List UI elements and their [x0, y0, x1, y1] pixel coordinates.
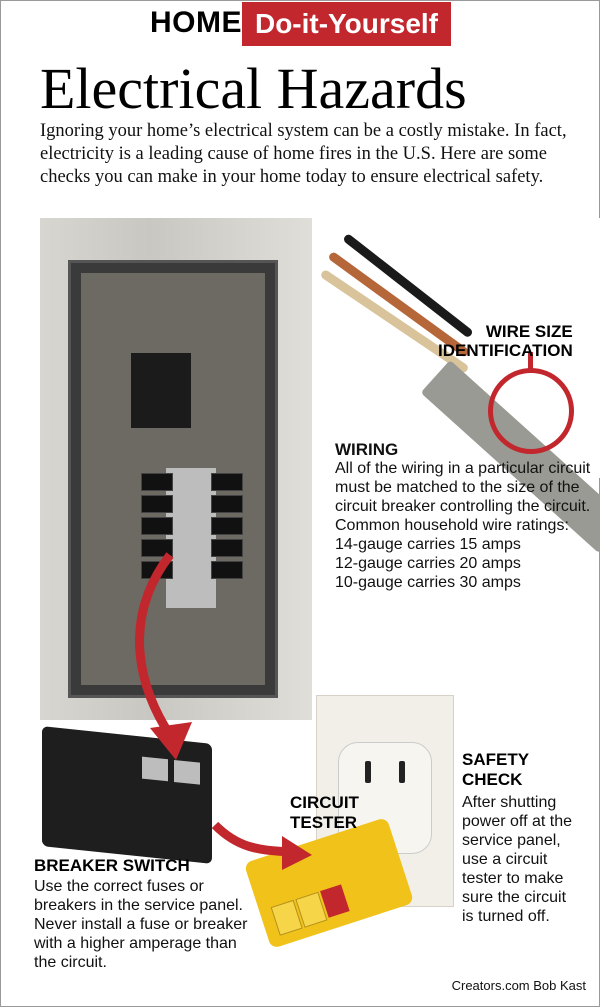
header: HOME Do-it-Yourself: [0, 2, 600, 46]
breaker-slot: [211, 539, 243, 557]
intro-paragraph: Ignoring your home’s electrical system c…: [40, 121, 567, 187]
breaker-slot: [211, 561, 243, 579]
wiring-body: All of the wiring in a particular circui…: [335, 460, 591, 534]
callout-stem: [528, 352, 533, 372]
page-title: Electrical Hazards: [40, 56, 467, 121]
breaker-terminal: [142, 756, 168, 782]
circuit-tester-label: CIRCUIT TESTER: [290, 793, 359, 833]
breaker-slot: [141, 517, 173, 535]
breaker-switch-photo: [42, 726, 212, 864]
outlet-slot: [365, 761, 371, 783]
wiring-section: WIRING All of the wiring in a particular…: [335, 440, 595, 592]
wiring-rating: 10-gauge carries 30 amps: [335, 574, 521, 591]
breaker-slot: [211, 473, 243, 491]
breaker-slot: [211, 495, 243, 513]
breaker-slot: [141, 495, 173, 513]
header-diy-badge: Do-it-Yourself: [242, 2, 451, 46]
safety-check-body: After shutting power off at the service …: [462, 794, 572, 925]
wire-size-line2: IDENTIFICATION: [438, 341, 573, 360]
tester-line2: TESTER: [290, 813, 358, 832]
bus-bar: [166, 468, 216, 608]
safety-check-heading: SAFETY CHECK: [462, 750, 529, 790]
wire-size-label: WIRE SIZE IDENTIFICATION: [438, 322, 573, 360]
outlet-slot: [399, 761, 405, 783]
safety-heading-line2: CHECK: [462, 770, 523, 789]
breaker-switch-body: Use the correct fuses or breakers in the…: [34, 878, 248, 971]
breaker-slot: [141, 561, 173, 579]
breaker-slot: [141, 473, 173, 491]
wiring-rating: 14-gauge carries 15 amps: [335, 536, 521, 553]
header-home: HOME: [150, 6, 242, 39]
credit-line: Creators.com Bob Kast: [451, 978, 586, 993]
wire-size-line1: WIRE SIZE: [485, 322, 573, 341]
breaker-switch-heading: BREAKER SWITCH: [34, 856, 190, 875]
wiring-rating: 12-gauge carries 20 amps: [335, 555, 521, 572]
main-breaker: [131, 353, 191, 428]
breaker-slot: [211, 517, 243, 535]
tester-line1: CIRCUIT: [290, 793, 359, 812]
breaker-slot: [141, 539, 173, 557]
service-panel: [68, 260, 278, 698]
wiring-heading: WIRING: [335, 440, 399, 459]
safety-heading-line1: SAFETY: [462, 750, 530, 769]
breaker-terminal: [174, 759, 200, 785]
wire-size-callout-circle: [488, 368, 574, 454]
